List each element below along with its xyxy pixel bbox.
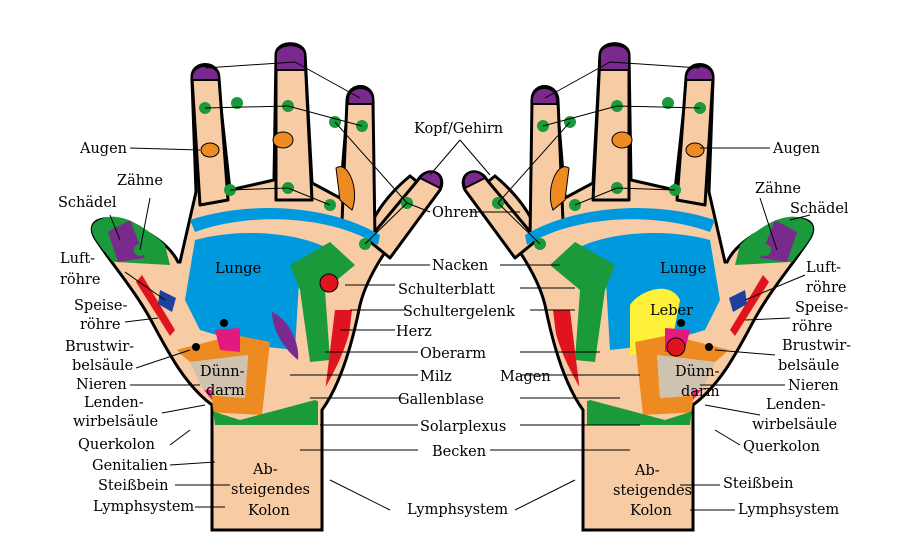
label-querkolon-right: Querkolon (743, 439, 820, 455)
label-luft-left-1: Luft- (60, 251, 95, 267)
label-kolon-left-2: steigendes (231, 482, 310, 498)
label-augen-left: Augen (79, 141, 127, 157)
label-lymph-center: Lymphsystem (407, 502, 508, 518)
label-schaedel-right: Schädel (790, 201, 849, 217)
label-kolon-right-3: Kolon (630, 503, 672, 519)
label-kolon-right-2: steigendes (613, 483, 692, 499)
left-middle-finger (340, 85, 377, 242)
label-duenn-right-2: darm (681, 384, 720, 400)
label-speise-right-2: röhre (792, 319, 833, 335)
left-green-diag (290, 242, 355, 362)
label-nieren-left: Nieren (76, 377, 127, 393)
label-genitalien: Genitalien (92, 458, 168, 474)
label-zaehne-left: Zähne (117, 173, 163, 189)
left-tip-4 (418, 170, 443, 190)
left-neck-band (190, 208, 380, 245)
label-leber: Leber (650, 303, 693, 319)
left-wrist-green (170, 400, 350, 425)
label-brust-right-2: belsäule (778, 358, 839, 374)
label-lenden-left-2: wirbelsäule (73, 414, 158, 430)
label-schaedel-left: Schädel (58, 195, 117, 211)
label-duenn-left-2: darm (206, 383, 245, 399)
left-tip-3 (347, 87, 374, 105)
label-steiss-left: Steißbein (98, 478, 169, 494)
label-magen: Magen (500, 369, 551, 385)
label-kolon-right-1: Ab- (634, 463, 660, 479)
left-tip-2 (275, 44, 306, 71)
label-lunge-right: Lunge (660, 261, 706, 277)
label-schulterblatt: Schulterblatt (398, 282, 495, 298)
label-kolon-left-1: Ab- (252, 462, 278, 478)
label-gallenblase: Gallenblase (398, 392, 484, 408)
label-kopf: Kopf/Gehirn (414, 121, 503, 137)
leader-lines (109, 139, 811, 511)
left-little-finger (190, 63, 230, 207)
label-speise-left-2: röhre (80, 317, 121, 333)
label-luft-right-1: Luft- (806, 260, 841, 276)
label-speise-right-1: Speise- (795, 300, 848, 316)
label-brust-left-2: belsäule (72, 358, 133, 374)
label-schultergelenk: Schultergelenk (403, 304, 515, 320)
label-steiss-right: Steißbein (723, 476, 794, 492)
label-herz: Herz (396, 324, 432, 340)
label-luft-right-2: röhre (806, 280, 847, 296)
left-colon-frame (176, 335, 270, 415)
label-lymph-right: Lymphsystem (738, 502, 839, 518)
label-brust-left-1: Brustwir- (65, 339, 134, 355)
label-querkolon-left: Querkolon (78, 437, 155, 453)
labels: Kopf/Gehirn Ohren Nacken Schulterblatt S… (58, 121, 851, 519)
label-becken: Becken (432, 444, 486, 460)
label-nacken: Nacken (432, 258, 488, 274)
label-kolon-left-3: Kolon (248, 503, 290, 519)
label-augen-right: Augen (772, 141, 820, 157)
label-zaehne-right: Zähne (755, 181, 801, 197)
label-ohren: Ohren (432, 205, 478, 221)
label-lenden-right-1: Lenden- (766, 397, 826, 413)
label-brust-right-1: Brustwir- (782, 338, 851, 354)
label-duenn-right-1: Dünn- (675, 364, 720, 380)
label-lenden-right-2: wirbelsäule (752, 417, 837, 433)
label-lenden-left-1: Lenden- (84, 395, 144, 411)
label-lymph-left: Lymphsystem (93, 499, 194, 515)
label-milz: Milz (420, 369, 452, 385)
label-speise-left-1: Speise- (74, 298, 127, 314)
label-nieren-right: Nieren (788, 378, 839, 394)
label-luft-left-2: röhre (60, 272, 101, 288)
label-oberarm: Oberarm (420, 346, 486, 362)
label-solarplexus: Solarplexus (420, 419, 506, 435)
label-duenn-left-1: Dünn- (200, 364, 245, 380)
label-lunge-left: Lunge (215, 261, 261, 277)
left-eye-spot (200, 142, 220, 158)
